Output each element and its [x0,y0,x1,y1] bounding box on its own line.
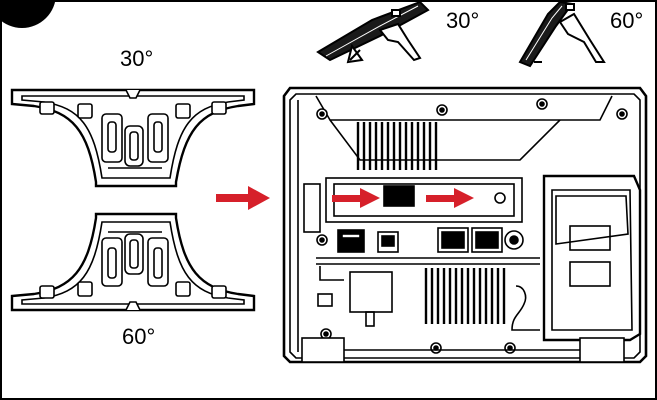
phone-side-30-icon [316,0,430,64]
stand-30-icon [10,88,256,188]
stand-bottom-angle-label: 60° [122,324,156,349]
phone-angle-60-label: 60° [610,8,644,33]
step-number-badge-icon [0,0,56,28]
slide-arrow-icon [332,188,474,208]
insert-arrow-icon [216,186,270,210]
phone-angle-30-label: 30° [446,8,480,33]
phone-side-60-icon [518,0,606,68]
stand-60-icon [10,212,256,312]
phone-back-icon [282,86,648,364]
stand-top-angle-label: 30° [120,46,154,71]
